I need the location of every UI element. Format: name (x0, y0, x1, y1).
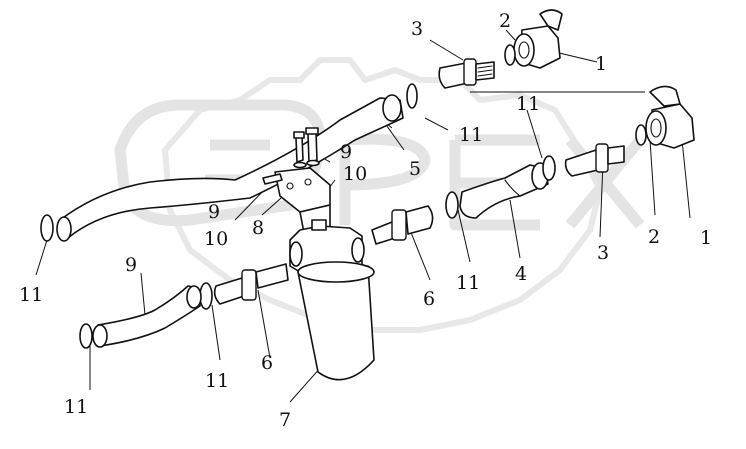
callout-4: 4 (515, 263, 527, 285)
callout-11-e: 11 (205, 370, 229, 392)
callout-11-f: 11 (64, 396, 88, 418)
callout-11-a: 11 (459, 124, 483, 146)
callout-11-b: 11 (516, 93, 540, 115)
part-11-clamp-b (40, 214, 54, 242)
part-11-clamp-d (542, 155, 556, 181)
callout-3-lower: 3 (597, 242, 609, 264)
callout-2-upper: 2 (499, 10, 511, 32)
part-9-lower-hose (92, 285, 202, 348)
callout-6-right: 6 (423, 288, 435, 310)
part-5-long-hose (56, 94, 404, 242)
callout-3-upper: 3 (411, 18, 423, 40)
watermark (114, 57, 645, 333)
part-2-upper-ring (504, 44, 516, 66)
part-4-hose (459, 162, 549, 219)
callout-7: 7 (279, 409, 291, 431)
part-10-washers (293, 159, 320, 169)
part-1-lower-connector (645, 85, 695, 149)
callout-11-c: 11 (456, 272, 480, 294)
part-6-right-fitting (371, 205, 434, 245)
part-11-clamp-f (79, 323, 93, 349)
part-11-clamp-e (199, 282, 213, 310)
callout-1-upper: 1 (595, 53, 607, 75)
part-11-clamp-c (445, 191, 459, 219)
callout-6-left: 6 (261, 352, 273, 374)
callout-1-lower: 1 (700, 227, 712, 249)
callout-11-d: 11 (19, 284, 43, 306)
callout-5: 5 (409, 158, 421, 180)
part-3-upper-fitting (438, 58, 495, 89)
part-2-lower-ring (635, 124, 647, 146)
callout-2-lower: 2 (648, 226, 660, 248)
callout-9-hose: 9 (125, 254, 137, 276)
part-6-left-fitting (213, 263, 289, 305)
part-11-clamp-a (406, 83, 418, 109)
callout-8: 8 (252, 217, 264, 239)
part-1-upper-connector (513, 9, 563, 69)
callout-10-left: 10 (204, 228, 228, 250)
part-7-filter (289, 219, 375, 381)
part-3-lower-fitting (564, 143, 625, 177)
callout-9-top: 9 (340, 141, 352, 163)
part-9-bolts (293, 127, 319, 163)
callout-9-left: 9 (208, 201, 220, 223)
callout-10-top: 10 (343, 163, 367, 185)
callout-labels: 1 2 3 1 2 3 4 5 6 6 7 8 9 10 9 10 9 11 1… (19, 10, 712, 431)
